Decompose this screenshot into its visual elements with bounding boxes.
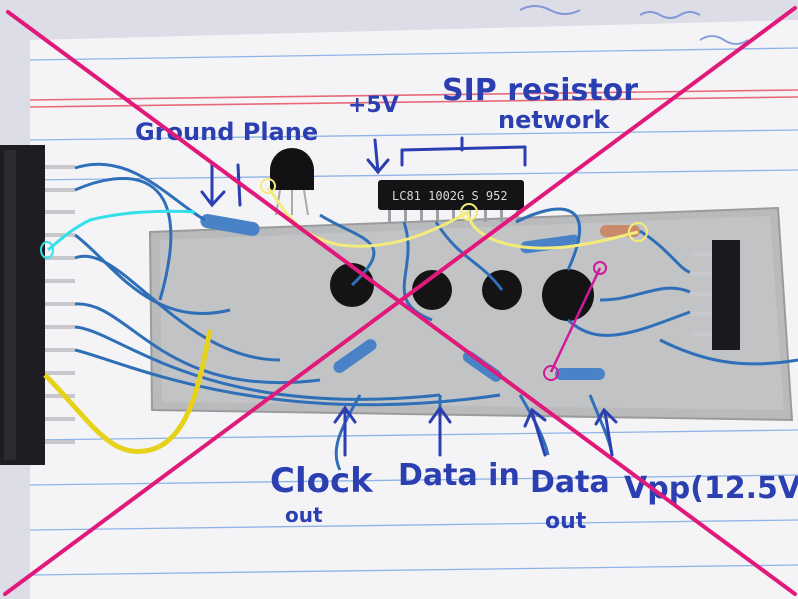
handwritten-labels: Ground Plane +5V SIP resistor network Cl… [135,73,798,534]
label-clock: Clock [270,461,374,501]
magenta-highlight-trace [549,267,602,373]
label-data-in: Data in [398,458,520,493]
yellow-highlight-circle-regulator [260,178,276,194]
label-data: Data [530,465,610,500]
ruled-lines [29,47,798,576]
right-header-connector [690,240,740,350]
yellow-highlight-circle-sip [460,203,478,221]
voltage-regulator [270,148,314,216]
yellow-highlight-circle-resistor [628,222,648,242]
yellow-wire [43,329,213,454]
sip-chip-marking: LC81 1002G S 952 [392,189,508,203]
cyan-highlight-circle [40,241,54,259]
label-sip-resistor: SIP resistor [442,73,638,108]
cyan-highlight-trace [47,209,196,252]
pin-header-connector [0,145,75,465]
label-plus5v: +5V [348,93,399,118]
label-data-out: out [545,509,587,534]
scribbles-top [519,5,749,45]
handwritten-arrows [200,136,618,457]
label-network: network [498,106,610,134]
label-ground-plane: Ground Plane [135,118,318,146]
label-clock-out: out [285,503,323,527]
resistors [200,214,640,382]
cross-out-mark [3,6,797,596]
magenta-highlight-circle-top [593,261,607,275]
magenta-highlight-circle-bottom [543,365,559,381]
